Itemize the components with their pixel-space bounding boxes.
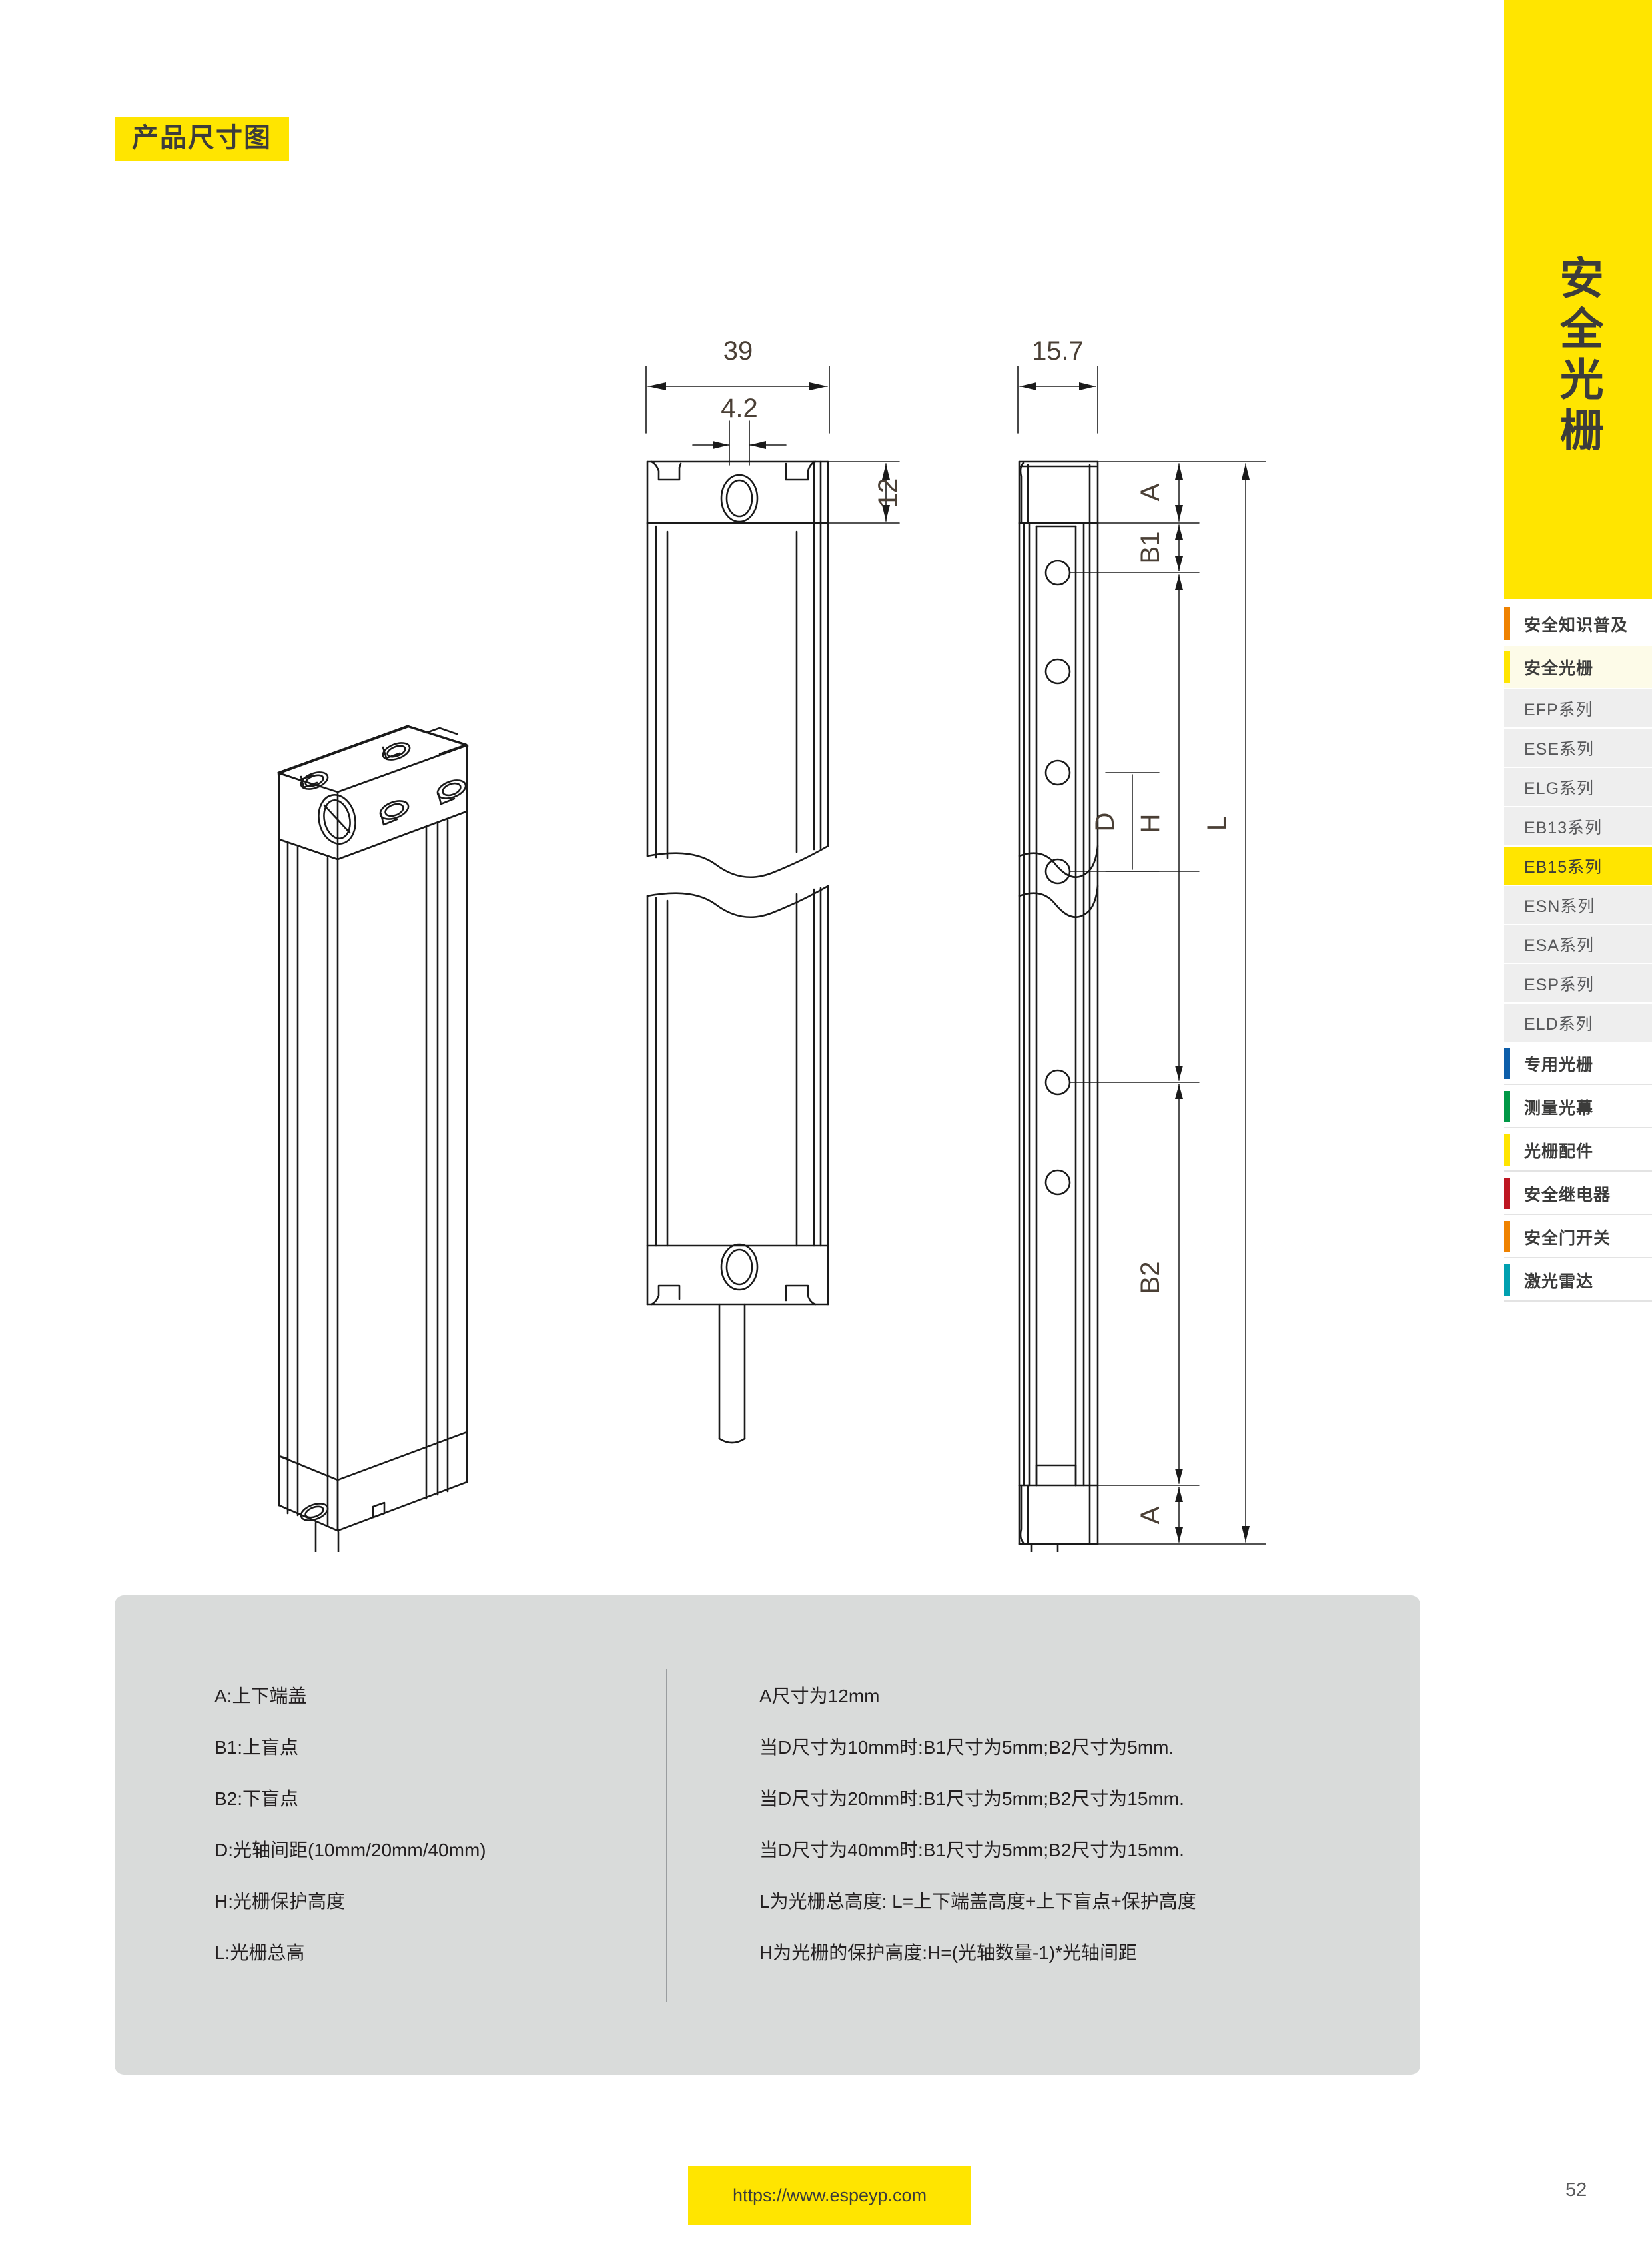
dim-side-width: 15.7: [1032, 336, 1084, 366]
sidebar-item-label: ESP系列: [1524, 975, 1595, 994]
legend-divider: [666, 1669, 667, 2002]
sidebar-item-category-2[interactable]: 光栅配件: [1504, 1130, 1652, 1172]
sidebar-item-series-EFP系列[interactable]: EFP系列: [1504, 689, 1652, 727]
sidebar-item-label: EB15系列: [1524, 857, 1603, 877]
sidebar-accent-bar: [1504, 607, 1510, 640]
sidebar-item-label: 专用光栅: [1524, 1055, 1594, 1074]
dim-cap-bottom: A: [1136, 1506, 1165, 1524]
sidebar-accent-bar: [1504, 1221, 1510, 1252]
legend-definition-2: B2:下盲点: [214, 1788, 299, 1809]
dim-front-cap-height: 12: [873, 478, 903, 508]
sidebar-item-label: 安全门开关: [1524, 1228, 1611, 1248]
legend-definition-3: D:光轴间距(10mm/20mm/40mm): [214, 1840, 486, 1860]
sidebar-item-label: ESA系列: [1524, 936, 1595, 955]
sidebar-item-main-1[interactable]: 安全光栅: [1504, 646, 1652, 688]
sidebar-item-label: 安全光栅: [1524, 659, 1594, 678]
isometric-view: [277, 725, 469, 1552]
sidebar-menu: 安全知识普及安全光栅 EFP系列 ESE系列 ELG系列 EB13系列 EB15系列 ESN…: [1504, 603, 1652, 1303]
section-title-badge: 产品尺寸图: [115, 117, 289, 161]
legend-definition-5: L:光栅总高: [214, 1942, 305, 1963]
sidebar-item-label: 测量光幕: [1524, 1098, 1594, 1118]
sidebar-item-label: 激光雷达: [1524, 1272, 1594, 1291]
sidebar-item-category-1[interactable]: 测量光幕: [1504, 1086, 1652, 1128]
sidebar-item-series-EB15系列[interactable]: EB15系列: [1504, 847, 1652, 885]
dim-total-length: L: [1202, 816, 1232, 831]
legend-definitions-column: A:上下端盖 B1:上盲点 B2:下盲点 D:光轴间距(10mm/20mm/40mm)…: [214, 1687, 486, 1995]
dim-cap-top: A: [1136, 483, 1165, 501]
sidebar-item-category-3[interactable]: 安全继电器: [1504, 1173, 1652, 1215]
legend-notes-column: A尺寸为12mm 当D尺寸为10mm时:B1尺寸为5mm;B2尺寸为5mm. 当D尺…: [759, 1687, 1196, 1995]
legend-note-3: 当D尺寸为40mm时:B1尺寸为5mm;B2尺寸为15mm.: [759, 1840, 1184, 1860]
sidebar-item-category-4[interactable]: 安全门开关: [1504, 1216, 1652, 1258]
front-view: [645, 366, 900, 1444]
sidebar-item-series-EB13系列[interactable]: EB13系列: [1504, 807, 1652, 845]
legend-definition-1: B1:上盲点: [214, 1737, 299, 1758]
sidebar-item-label: ELD系列: [1524, 1014, 1593, 1034]
legend-note-2: 当D尺寸为20mm时:B1尺寸为5mm;B2尺寸为15mm.: [759, 1788, 1184, 1809]
sidebar-item-label: 安全知识普及: [1524, 615, 1629, 635]
sidebar-accent-bar: [1504, 1264, 1510, 1296]
sidebar-item-category-5[interactable]: 激光雷达: [1504, 1260, 1652, 1302]
sidebar-accent-bar: [1504, 1178, 1510, 1209]
legend-definition-0: A:上下端盖: [214, 1686, 307, 1706]
sidebar-item-series-ELG系列[interactable]: ELG系列: [1504, 768, 1652, 806]
dim-front-width: 39: [723, 336, 753, 366]
footer-url: https://www.espeyp.com: [732, 2185, 927, 2205]
sidebar-item-main-0[interactable]: 安全知识普及: [1504, 603, 1652, 645]
sidebar-item-series-ESN系列[interactable]: ESN系列: [1504, 886, 1652, 924]
sidebar-item-category-0[interactable]: 专用光栅: [1504, 1043, 1652, 1085]
sidebar-category-tab: 安全光栅: [1504, 0, 1652, 599]
sidebar-item-series-ESA系列[interactable]: ESA系列: [1504, 925, 1652, 963]
legend-note-1: 当D尺寸为10mm时:B1尺寸为5mm;B2尺寸为5mm.: [759, 1737, 1174, 1758]
side-view: [1017, 366, 1266, 1552]
sidebar-accent-bar: [1504, 1048, 1510, 1079]
dim-protect-height: H: [1136, 814, 1165, 833]
sidebar-item-series-ESE系列[interactable]: ESE系列: [1504, 729, 1652, 767]
product-dimension-drawing: 39 4.2 12 15.7 A B1 D H L B2 A: [0, 286, 1499, 1552]
legend-note-4: L为光栅总高度: L=上下端盖高度+上下盲点+保护高度: [759, 1891, 1196, 1912]
dim-blind-bottom: B2: [1136, 1262, 1165, 1294]
sidebar-accent-bar: [1504, 1134, 1510, 1166]
sidebar-item-label: ELG系列: [1524, 779, 1595, 798]
sidebar-item-label: EB13系列: [1524, 818, 1603, 837]
sidebar-accent-bar: [1504, 1091, 1510, 1122]
legend-note-5: H为光栅的保护高度:H=(光轴数量-1)*光轴间距: [759, 1942, 1138, 1963]
footer-url-bar[interactable]: https://www.espeyp.com: [688, 2166, 971, 2225]
sidebar-item-label: ESN系列: [1524, 897, 1595, 916]
sidebar-tab-label: 安全光栅: [1553, 255, 1603, 458]
sidebar-accent-bar: [1504, 651, 1510, 683]
sidebar-item-label: 光栅配件: [1524, 1142, 1594, 1161]
sidebar-item-label: ESE系列: [1524, 739, 1595, 759]
dim-pitch: D: [1090, 813, 1120, 832]
dim-front-slot: 4.2: [721, 394, 758, 423]
page-title: 产品尺寸图: [132, 123, 272, 153]
sidebar-item-label: 安全继电器: [1524, 1185, 1611, 1204]
sidebar-item-series-ESP系列[interactable]: ESP系列: [1504, 964, 1652, 1002]
legend-definition-4: H:光栅保护高度: [214, 1891, 346, 1912]
page-number: 52: [1565, 2179, 1587, 2201]
dim-blind-top: B1: [1136, 532, 1165, 564]
sidebar-item-label: EFP系列: [1524, 700, 1593, 719]
sidebar-item-series-ELD系列[interactable]: ELD系列: [1504, 1004, 1652, 1042]
legend-note-0: A尺寸为12mm: [759, 1686, 880, 1706]
legend-panel: A:上下端盖 B1:上盲点 B2:下盲点 D:光轴间距(10mm/20mm/40mm)…: [115, 1595, 1420, 2075]
